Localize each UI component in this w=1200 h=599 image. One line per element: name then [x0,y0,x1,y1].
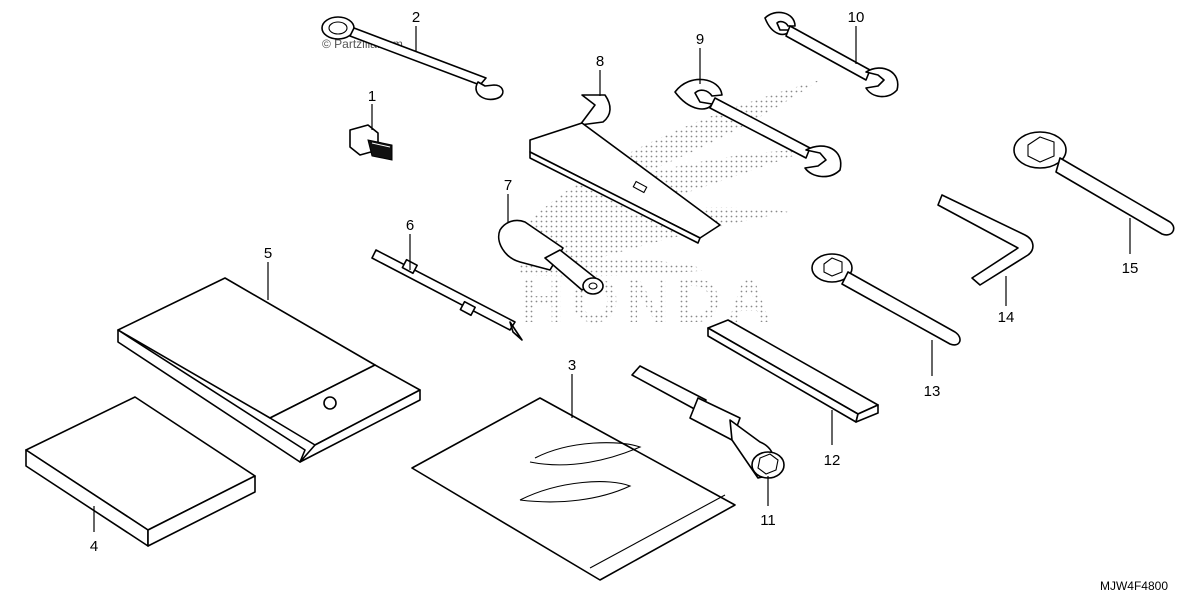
callout-11: 11 [760,512,776,529]
callout-14: 14 [998,309,1015,326]
part-1-icon [349,124,393,161]
callout-9: 9 [696,31,704,48]
part-4-icon [25,396,256,547]
part-8-icon [529,94,721,244]
part-9-icon [674,78,842,178]
callout-10: 10 [848,9,865,26]
callout-1: 1 [368,88,376,105]
callout-numbers: 1 2 3 4 5 6 7 8 9 10 11 12 13 14 15 [90,9,1139,555]
callout-13: 13 [924,383,941,400]
part-6-icon [371,249,523,341]
part-3-icon [411,397,736,581]
callout-2: 2 [412,9,420,26]
callout-15: 15 [1122,260,1139,277]
part-11-icon [631,365,785,479]
part-5-icon [117,277,421,463]
callout-3: 3 [568,357,576,374]
part-12-icon [707,319,879,423]
part-10-icon [764,11,899,98]
callout-7: 7 [504,177,512,194]
diagram-code: MJW4F4800 [1100,579,1168,593]
callout-6: 6 [406,217,414,234]
part-7-icon [498,219,604,295]
part-14-icon [937,194,1034,286]
callout-12: 12 [824,452,841,469]
callout-8: 8 [596,53,604,70]
leader-lines [93,26,1131,532]
part-2-icon [321,16,504,101]
callout-4: 4 [90,538,98,555]
part-15-icon [1013,131,1175,236]
part-13-icon [811,253,961,346]
callout-5: 5 [264,245,272,262]
